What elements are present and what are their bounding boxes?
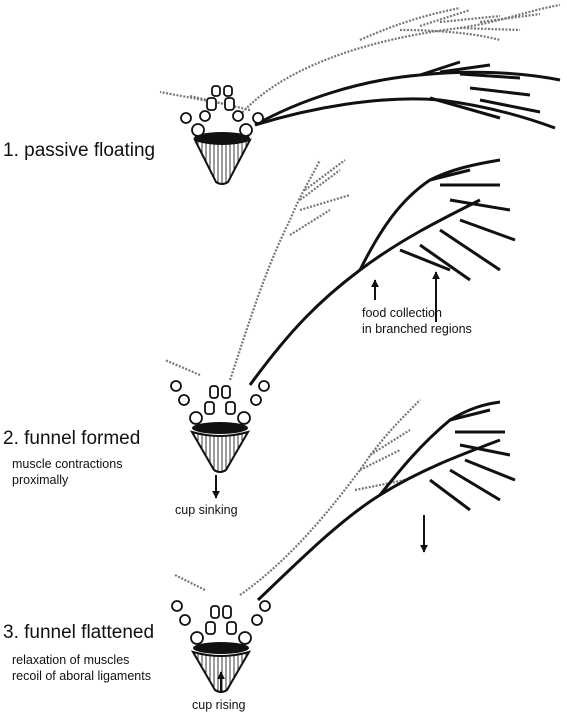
cup-rising-label: cup rising xyxy=(192,698,246,712)
cup-3 xyxy=(171,600,271,693)
stage-2-note-line-1: muscle contractions xyxy=(12,457,123,471)
cup-sinking-label: cup sinking xyxy=(175,503,238,517)
dark-arms-2 xyxy=(248,158,516,386)
crinoid-stage-2 xyxy=(164,158,516,473)
faint-arms xyxy=(159,3,561,116)
stage-2-title: 2. funnel formed xyxy=(3,428,141,449)
arrows xyxy=(212,271,440,692)
cup-1 xyxy=(180,85,264,185)
faint-arms-3 xyxy=(174,399,421,596)
food-collection-note: food collection in branched regions xyxy=(362,305,472,337)
stage-1-title: 1. passive floating xyxy=(3,140,156,161)
stage-2-note: muscle contractions proximally xyxy=(12,456,122,488)
stage-3-note-line-2: recoil of aboral ligaments xyxy=(12,669,151,683)
crinoid-stage-1 xyxy=(159,3,561,185)
stage-3-title: 3. funnel flattened xyxy=(3,622,155,643)
cup-2 xyxy=(170,380,270,473)
stage-3-note: relaxation of muscles recoil of aboral l… xyxy=(12,652,151,684)
food-note-line-1: food collection xyxy=(362,306,442,320)
crinoid-stage-3 xyxy=(171,399,516,693)
dark-arms xyxy=(254,60,561,130)
faint-arms-2 xyxy=(164,159,351,381)
food-note-line-2: in branched regions xyxy=(362,322,472,336)
dark-arms-3 xyxy=(256,400,516,602)
stage-2-note-line-2: proximally xyxy=(12,473,69,487)
stage-3-note-line-1: relaxation of muscles xyxy=(12,653,130,667)
